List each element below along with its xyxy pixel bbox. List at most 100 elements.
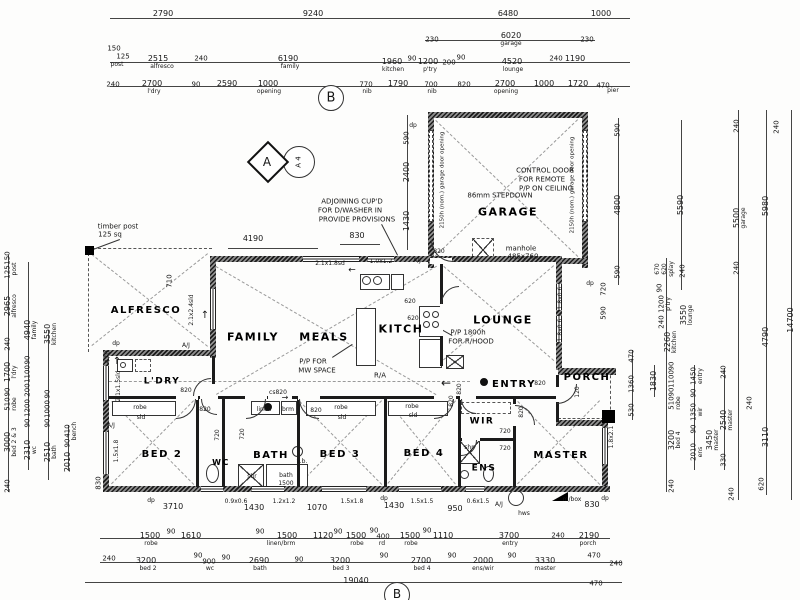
dim-label: 14700 bbox=[786, 307, 795, 333]
note-text: ADJOINING CUP'D bbox=[321, 197, 383, 206]
dim-label: 1070 bbox=[306, 503, 328, 512]
burner bbox=[423, 321, 430, 328]
sheet-ref-circle bbox=[283, 146, 315, 178]
note-text: opening bbox=[493, 88, 519, 95]
wall bbox=[103, 350, 215, 356]
dim-label: 1960 bbox=[381, 57, 403, 66]
dim-label: 1190 bbox=[564, 54, 586, 63]
note-text: entry bbox=[697, 368, 704, 384]
note-text: m/box bbox=[562, 496, 582, 503]
note-text: post bbox=[110, 61, 124, 68]
wall bbox=[428, 112, 588, 118]
note-text: robe bbox=[405, 403, 419, 410]
note-text: garage bbox=[740, 207, 747, 229]
vanity-basin-ens bbox=[460, 470, 469, 479]
dim-label: 90 bbox=[255, 527, 265, 536]
dim-label: 720 bbox=[599, 282, 608, 296]
dim-label: 590 bbox=[599, 306, 608, 320]
note-text: bench bbox=[71, 421, 78, 441]
dimension-line bbox=[340, 244, 380, 245]
dim-label: 90 bbox=[166, 527, 176, 536]
dim-label: 1610 bbox=[180, 531, 202, 540]
dim-label: B bbox=[392, 587, 402, 600]
room-label: L'DRY bbox=[143, 376, 181, 387]
note-text: bath bbox=[279, 472, 293, 479]
wall bbox=[440, 336, 443, 366]
door-swing-arc bbox=[441, 286, 459, 304]
note-text: bed 4 bbox=[675, 431, 682, 449]
note-text: 1.5x1.8 bbox=[113, 439, 120, 463]
duct-unit bbox=[446, 355, 464, 369]
dim-label: 820 bbox=[448, 395, 455, 407]
window bbox=[368, 256, 394, 262]
dim-label: 90 bbox=[655, 283, 664, 293]
dim-label: ↑ bbox=[112, 356, 122, 367]
dim-label: 720 bbox=[239, 428, 246, 440]
dim-label: 470 bbox=[627, 349, 636, 363]
dim-label: 1720 bbox=[567, 79, 589, 88]
window bbox=[556, 284, 562, 310]
dim-label: 820 bbox=[180, 387, 192, 394]
dim-label: 120 bbox=[574, 386, 581, 398]
dim-label: 1430 bbox=[383, 501, 405, 510]
dim-label: 90 bbox=[43, 418, 52, 428]
dim-label: hws bbox=[518, 510, 530, 517]
wall bbox=[558, 368, 616, 375]
door-opening bbox=[513, 404, 516, 426]
dimension-line bbox=[654, 365, 655, 397]
dim-label: 90 bbox=[193, 551, 203, 560]
dim-label: dp bbox=[586, 280, 594, 287]
dim-label: 400 bbox=[376, 532, 390, 541]
note-text: l'dry bbox=[11, 365, 18, 379]
manhole bbox=[472, 238, 494, 262]
dim-label: shr bbox=[247, 473, 257, 480]
room-label: ALFRESCO bbox=[110, 305, 182, 316]
dim-label: 240 bbox=[194, 54, 208, 63]
note-text: kitchen bbox=[671, 330, 678, 354]
dim-label: 240 bbox=[678, 264, 687, 278]
dim-label: wc bbox=[31, 445, 38, 455]
sink-bowl bbox=[362, 276, 371, 285]
door-swing-arc bbox=[176, 399, 196, 419]
window bbox=[103, 366, 109, 400]
burner bbox=[423, 311, 430, 318]
room-label: WIR bbox=[469, 416, 495, 427]
dim-label: A/J bbox=[182, 342, 190, 349]
dim-label: nib bbox=[362, 88, 372, 95]
dim-label: rd bbox=[378, 540, 386, 547]
dim-label: sld bbox=[136, 414, 146, 421]
wall bbox=[556, 420, 608, 426]
dim-label: 710 bbox=[165, 274, 174, 288]
dim-label: 770 bbox=[359, 80, 373, 89]
dim-label: 230 bbox=[425, 35, 439, 44]
dim-label: 9240 bbox=[302, 9, 324, 18]
open-boundary bbox=[610, 370, 613, 420]
open-boundary bbox=[558, 418, 614, 421]
dim-label: 6020 bbox=[500, 31, 522, 40]
note-text: FOR REMOTE bbox=[518, 175, 566, 184]
dim-label: dp bbox=[147, 497, 155, 504]
note-text: robe bbox=[675, 396, 682, 410]
dim-label: 240 bbox=[102, 554, 116, 563]
dimension-line bbox=[85, 582, 622, 583]
room-label: BATH bbox=[253, 450, 289, 461]
dim-label: 2700 bbox=[141, 79, 163, 88]
door-opening bbox=[176, 396, 198, 400]
note-text: 1.0x1.2 bbox=[369, 258, 393, 265]
window bbox=[201, 486, 223, 492]
wall bbox=[109, 396, 558, 399]
dimension-line bbox=[100, 538, 610, 539]
note-text: 1.8x0.6 bbox=[557, 286, 564, 310]
dim-label: dp bbox=[112, 340, 120, 347]
dim-label: 4190 bbox=[242, 234, 264, 243]
window bbox=[210, 289, 216, 329]
dim-label: 5980 bbox=[761, 195, 770, 217]
dimension-line bbox=[738, 110, 739, 500]
burner bbox=[432, 321, 439, 328]
dim-label: dp bbox=[601, 495, 609, 502]
note-text: bed 2 bbox=[139, 565, 157, 572]
dim-label: 5590 bbox=[676, 194, 685, 216]
note-text: 2.1x1.8sd bbox=[315, 260, 345, 267]
dim-label: 1110 bbox=[432, 531, 454, 540]
dimension-line bbox=[618, 118, 619, 285]
